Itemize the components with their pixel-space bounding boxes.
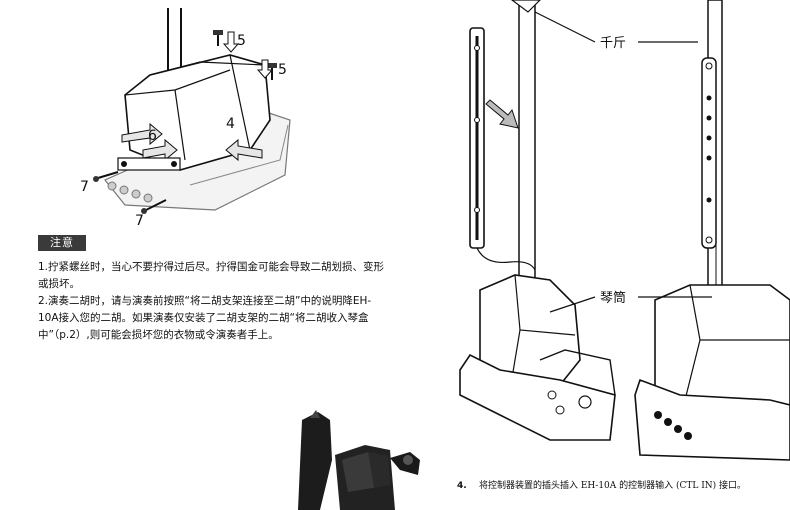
note-item-2: 2.演奏二胡时，请与演奏前按照“将二胡支架连接至二胡”中的说明降EH-10A接入… bbox=[38, 295, 372, 341]
controller-illustration: 千斤 琴筒 bbox=[440, 0, 790, 470]
controller-drawing: 千斤 琴筒 bbox=[459, 0, 790, 461]
step-text: 将控制器装置的插头插入 EH-10A 的控制器输入 (CTL IN) 接口。 bbox=[479, 481, 747, 491]
note-badge: 注意 bbox=[38, 235, 86, 251]
product-photo-drawing bbox=[298, 410, 420, 510]
assembly-illustration: 5 5 4 6 7 7 bbox=[0, 0, 330, 230]
callout-5-right: 5 bbox=[278, 62, 287, 78]
note-item-1: 1.拧紧螺丝时，当心不要拧得过后尽。拧得国金可能会导致二胡划损、变形或损坏。 bbox=[38, 261, 385, 290]
screw-icon bbox=[213, 30, 223, 46]
note-text: 1.拧紧螺丝时，当心不要拧得过后尽。拧得国金可能会导致二胡划损、变形或损坏。 2… bbox=[38, 259, 388, 344]
step-4-caption: 4. 将控制器装置的插头插入 EH-10A 的控制器输入 (CTL IN) 接口。 bbox=[457, 478, 787, 491]
assembly-drawing: 5 5 4 6 7 7 bbox=[80, 8, 291, 229]
screw-icon bbox=[141, 199, 167, 214]
label-qintong: 琴筒 bbox=[600, 290, 626, 306]
step-number: 4. bbox=[457, 481, 467, 491]
callout-4: 4 bbox=[226, 116, 235, 132]
callout-7-bottom: 7 bbox=[135, 213, 144, 229]
screw-icon bbox=[93, 171, 119, 182]
product-photo bbox=[290, 400, 430, 510]
label-qianjin: 千斤 bbox=[600, 36, 626, 51]
callout-7-left: 7 bbox=[80, 179, 89, 195]
callout-5-top: 5 bbox=[237, 33, 246, 49]
screw-icon bbox=[267, 63, 277, 80]
callout-6: 6 bbox=[148, 128, 157, 144]
